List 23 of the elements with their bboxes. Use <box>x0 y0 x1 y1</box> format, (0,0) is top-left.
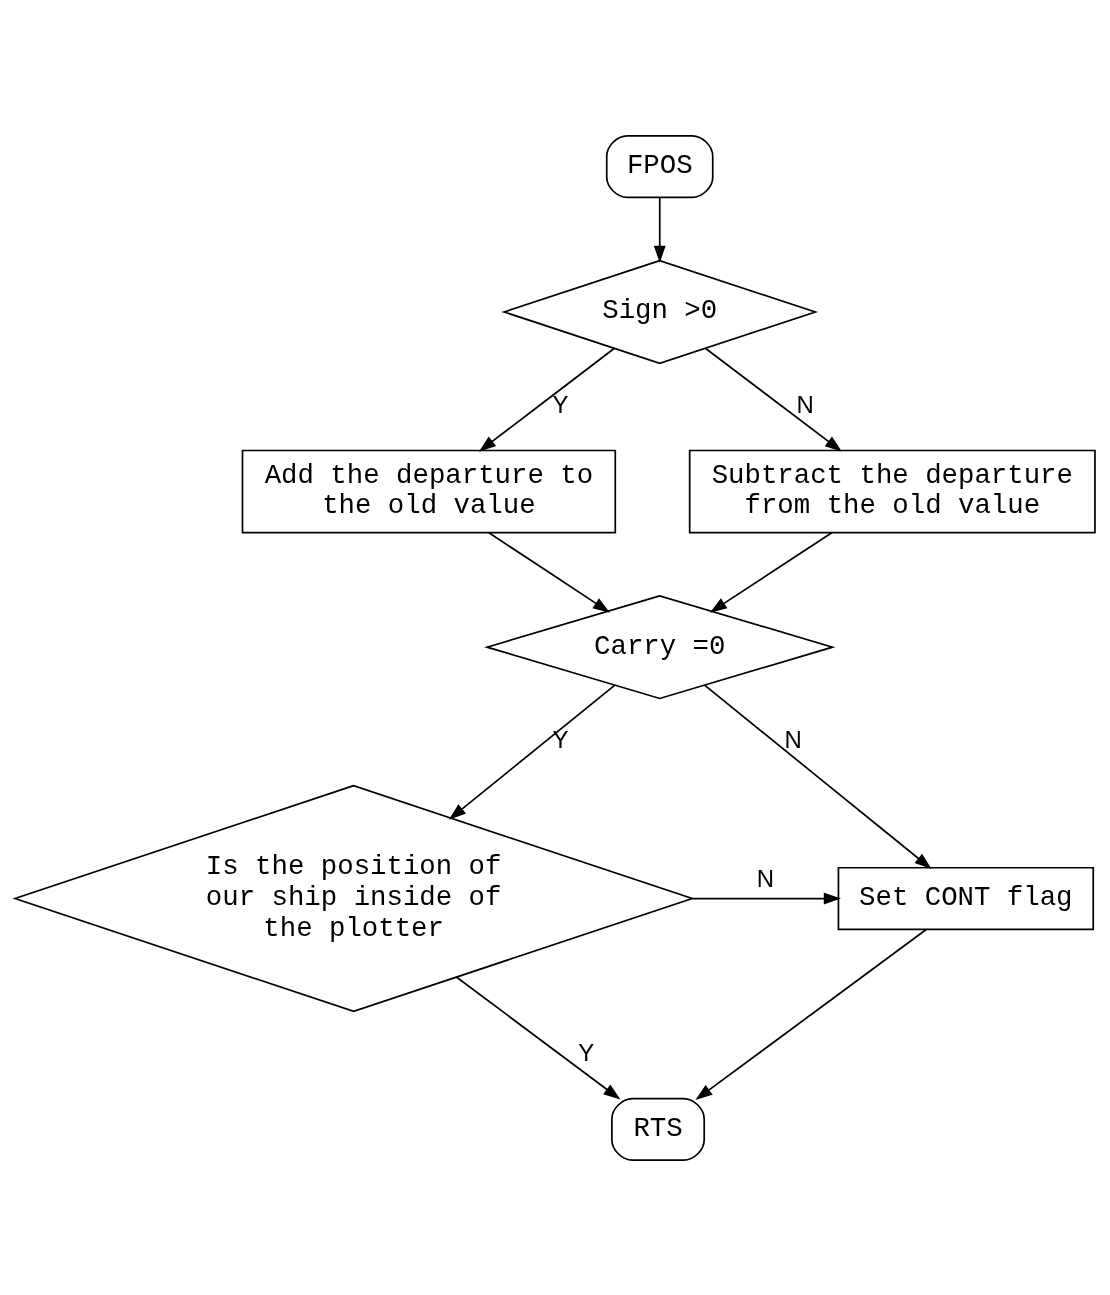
arrow <box>455 975 621 1100</box>
arrow <box>704 347 843 452</box>
arrow <box>709 531 833 613</box>
node-box: Set CONT flag <box>837 866 1095 930</box>
node-box: RTS <box>611 1097 706 1161</box>
node-diamond: Is the position of our ship inside of the plotter <box>12 784 695 1012</box>
arrow <box>448 684 616 820</box>
edge-label: N <box>796 390 814 418</box>
arrow <box>704 684 932 869</box>
arrow <box>695 928 928 1100</box>
edge-label: N <box>756 864 774 892</box>
node-box: Add the departure to the old value <box>241 449 617 533</box>
edge-label: Y <box>578 1038 595 1066</box>
edge-label: Y <box>552 725 569 753</box>
node-box: FPOS <box>605 134 714 198</box>
edge-label: Y <box>552 390 569 418</box>
arrow <box>488 531 610 613</box>
node-diamond: Sign >0 <box>501 259 819 364</box>
arrow <box>691 892 841 904</box>
edge-label: N <box>784 725 802 753</box>
node-box: Subtract the departure from the old value <box>688 449 1096 533</box>
arrow <box>478 347 615 452</box>
arrow <box>653 196 666 263</box>
